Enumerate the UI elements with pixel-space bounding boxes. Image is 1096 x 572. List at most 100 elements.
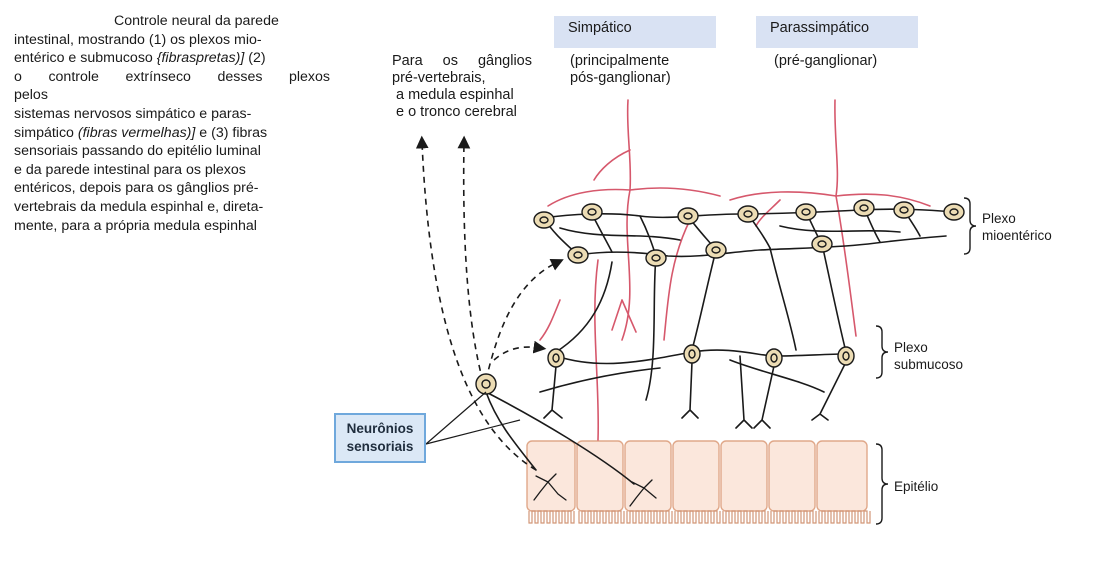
submucosal-dendrite [543,365,563,419]
submucosal-connection [645,255,657,401]
afferent-arrow-to-submucosal [493,340,547,361]
epithelial-cell [720,440,768,512]
submucosal-connection [821,243,847,353]
sensory-terminal [533,473,567,501]
ganglia-label-line: Para os gânglios [392,53,532,69]
sympathetic-fiber [629,187,721,197]
autonomic-fibers [539,99,931,441]
label-line: Plexo [982,211,1016,226]
epithelium-brace [875,443,889,525]
epithelial-cell [576,440,624,512]
caption-text: entérico e submucoso [14,50,157,67]
ganglia-label-line: a medula espinhal [396,87,514,103]
sympathetic-fiber [593,149,631,181]
figure-caption: Controle neural da parede intestinal, mo… [14,12,330,235]
caption-line: o controle extrínseco desses plexos [14,68,330,85]
sensory-neuron-cell [475,373,497,395]
parasympathetic-fiber [834,99,839,197]
sympathetic-fiber [621,189,631,341]
afferent-arrow-to-myenteric [485,258,564,381]
pointer-line [425,391,487,445]
ganglia-label: Para os gânglios pré-vertebrais, a medul… [392,53,532,121]
submucosal-network [555,349,847,365]
label-line: Plexo [894,340,928,355]
epithelium-label: Epitélio [894,479,939,494]
myenteric-ganglion-cell [705,241,727,259]
sympathetic-fiber [539,299,561,341]
myenteric-network [559,227,681,241]
submucosal-ganglion-cell [683,344,701,364]
ganglia-label-line: e o tronco cerebral [396,104,517,120]
submucosal-ganglion-cell [837,346,855,366]
parasympathetic-fiber [663,219,691,341]
myenteric-network [577,235,947,258]
submucosal-ganglion-cell [547,348,565,368]
myenteric-ganglion-cell [853,199,875,217]
sympathetic-header: Simpático [554,16,716,48]
myenteric-ganglion-cell [533,211,555,229]
epithelial-cell [672,440,720,512]
submucosal-network [729,359,825,393]
epithelial-cells [526,440,868,512]
sympathetic-fiber [626,99,632,191]
epithelial-cell [816,440,868,512]
myenteric-ganglion-cell [893,201,915,219]
region-braces [875,197,977,525]
submucosal-dendrite [753,365,775,429]
submucosal-ganglion-cell [765,348,783,368]
caption-line: pelos [14,87,48,104]
submucosal-connection [769,247,797,351]
epithelium [526,440,871,524]
label-line: mioentérico [982,228,1052,243]
label-line: Neurônios [346,421,414,436]
caption-line: vertebrais da medula espinhal e, direta- [14,198,264,215]
myenteric-brace [963,197,977,255]
caption-italic: (fibras vermelhas)] [77,124,196,141]
parasympathetic-fiber [729,191,837,201]
caption-line: e da parede intestinal para os plexos [14,161,246,178]
caption-line: sensoriais passando do epitélio luminal [14,143,261,160]
parasympathetic-fiber [835,195,857,337]
myenteric-ganglion-cell [677,207,699,225]
myenteric-ganglion-cell [581,203,603,221]
submucosal-network [539,367,661,393]
parasympathetic-fiber [835,193,931,207]
submucosal-plexus-label: Plexo submucoso [894,339,963,373]
sensory-label-pointers [425,391,521,445]
ganglion-cells [475,199,965,395]
ganglia-label-line: pré-vertebrais, [392,70,486,86]
pointer-line [425,419,521,445]
myenteric-ganglion-cell [645,249,667,267]
epithelial-cell [768,440,816,512]
myenteric-network [779,225,901,233]
caption-line: entérico e submucoso {fibraspretas)] (2) [14,49,330,68]
afferent-arrow-to-ganglia [415,135,537,471]
myenteric-ganglion-cell [811,235,833,253]
afferent-arrow-to-spinal-cord [457,135,487,393]
myenteric-ganglion-cell [737,205,759,223]
submucosal-dendrite [681,361,699,419]
sympathetic-fiber [611,299,637,333]
epithelial-cell [624,440,672,512]
caption-line: simpático (fibras vermelhas)] e (3) fibr… [14,124,330,143]
sensory-terminal [629,479,657,507]
caption-line: entéricos, depois para os gânglios pré- [14,180,259,197]
label-line: sensoriais [346,439,414,454]
afferent-pathways [415,135,564,471]
sensory-neurons-label: Neurônios sensoriais [334,413,426,463]
caption-line: mente, para a própria medula espinhal [14,217,257,234]
microvilli [528,510,871,524]
sensory-axon [485,391,537,471]
myenteric-ganglion-cell [943,203,965,221]
subheader-line: pós-ganglionar) [570,70,671,86]
subheader-line: (principalmente [570,53,670,69]
submucosal-connection [691,249,717,351]
parasympathetic-subheader: (pré-ganglionar) [774,53,878,69]
caption-line: Controle neural da parede [114,13,279,29]
enteric-fibers [485,207,955,485]
caption-text: (2) [244,50,266,67]
sympathetic-fiber [547,188,631,207]
parasympathetic-header: Parassimpático [756,16,918,48]
myenteric-ganglion-cell [567,246,589,264]
submucosal-brace [875,325,889,379]
